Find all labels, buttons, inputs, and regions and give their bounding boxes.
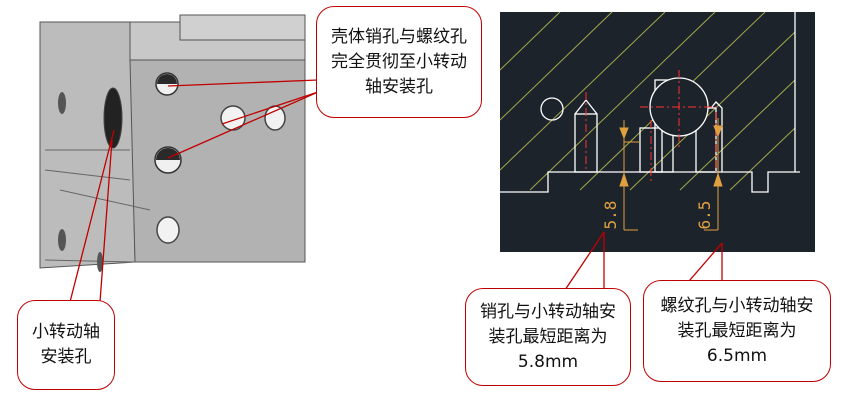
leader-lines (69, 79, 723, 303)
callout-thread-hole-distance: 螺纹孔与小转动轴安装孔最短距离为6.5mm (643, 280, 831, 382)
callout-shaft-mount-hole: 小转动轴安装孔 (17, 300, 115, 390)
housing-3d-view (30, 14, 312, 276)
dimension-right: 6.5 (695, 201, 714, 230)
section-hatch (499, 11, 796, 191)
dimension-lines (619, 118, 723, 231)
callout-pin-thread-through: 壳体销孔与螺纹孔完全贯彻至小转动轴安装孔 (316, 6, 482, 118)
callout-text: 小转动轴安装孔 (32, 322, 100, 367)
shaft-mount-hole (103, 87, 123, 149)
callout-pin-hole-distance: 销孔与小转动轴安装孔最短距离为5.8mm (465, 288, 631, 386)
callout-text: 销孔与小转动轴安装孔最短距离为5.8mm (480, 301, 616, 372)
callout-text: 壳体销孔与螺纹孔完全贯彻至小转动轴安装孔 (331, 26, 467, 97)
cad-section-view: 5.8 6.5 (499, 11, 815, 252)
dimension-left: 5.8 (601, 201, 620, 230)
centerlines (585, 70, 720, 184)
callout-text: 螺纹孔与小转动轴安装孔最短距离为6.5mm (660, 295, 814, 366)
